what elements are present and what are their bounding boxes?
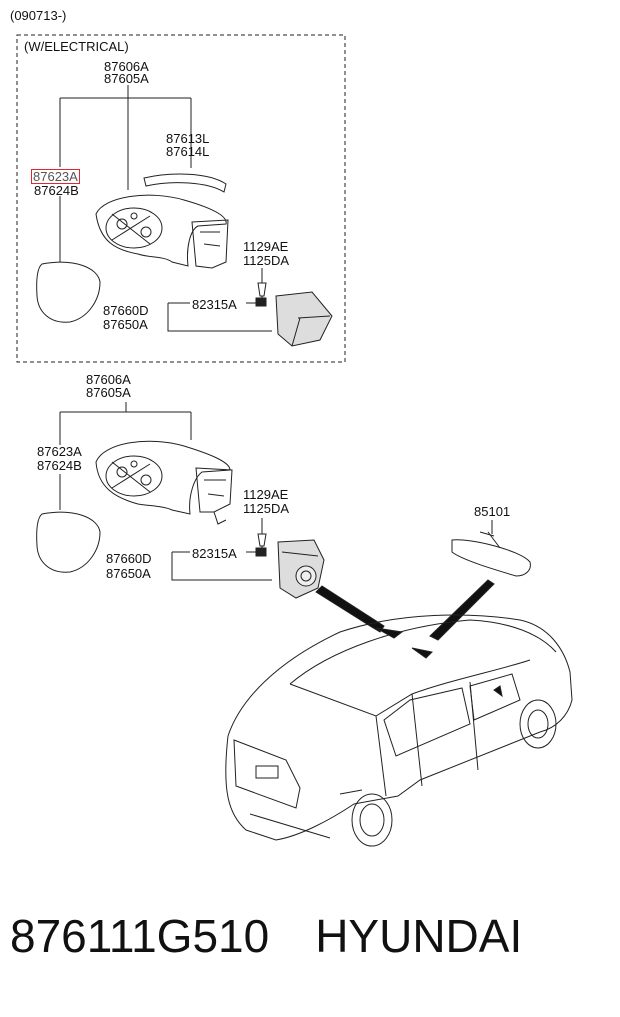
car-illustration: [225, 614, 573, 847]
b-screw-code-1[interactable]: 1129AE: [243, 487, 289, 502]
mirror-actuator-a: [105, 207, 163, 249]
b-mirror-assy-code-2[interactable]: 87605A: [86, 385, 131, 400]
mirror-glass-b: [36, 511, 101, 573]
mirror-glass-a: [36, 261, 101, 323]
b-screw-code-2[interactable]: 1125DA: [243, 501, 290, 516]
a-garnish-code-2[interactable]: 87650A: [103, 317, 148, 332]
a-mirror-assy-code-1[interactable]: 87606A: [104, 59, 149, 74]
date-range-label: (090713-): [10, 8, 67, 23]
inside-mirror: [451, 539, 531, 577]
a-glass-code-2[interactable]: 87624B: [34, 183, 79, 198]
a-glass-code-highlighted[interactable]: 87623A: [31, 169, 80, 184]
b-garnish-code-2[interactable]: 87650A: [106, 566, 151, 581]
pointer-mirror: [429, 579, 495, 641]
electrical-group-box: [16, 34, 346, 363]
a-mirror-assy-code-2[interactable]: 87605A: [104, 71, 149, 86]
b-garnish-code-1[interactable]: 87660D: [106, 551, 152, 566]
leader-b-assy: [59, 402, 192, 445]
footer-caption: 876111G510 HYUNDAI: [10, 905, 522, 967]
electrical-group-title: (W/ELECTRICAL): [24, 39, 129, 54]
inside-mirror-code[interactable]: 85101: [474, 504, 511, 519]
mirror-bracket-a: [191, 219, 229, 269]
brand-name: HYUNDAI: [315, 910, 523, 962]
a-screw-code-2[interactable]: 1125DA: [243, 253, 290, 268]
part-number: 876111G510: [10, 910, 270, 962]
b-mirror-assy-code-1[interactable]: 87606A: [86, 372, 131, 387]
leader-a-assy: [59, 85, 192, 190]
a-cover-code-2[interactable]: 87614L: [166, 144, 210, 159]
cover-strip-a: [143, 173, 227, 193]
b-bolt-code[interactable]: 82315A: [192, 546, 237, 561]
mirror-housing-a: [95, 194, 227, 267]
mirror-actuator-b: [105, 455, 163, 497]
pointer-garnish: [315, 585, 385, 633]
b-glass-code-1[interactable]: 87623A: [37, 444, 82, 459]
mirror-housing-b: [95, 440, 231, 515]
mirror-bracket-b: [195, 467, 233, 513]
b-glass-code-2[interactable]: 87624B: [37, 458, 82, 473]
garnish-a: [275, 291, 333, 347]
a-garnish-code-1[interactable]: 87660D: [103, 303, 149, 318]
a-screw-code-1[interactable]: 1129AE: [243, 239, 289, 254]
a-bolt-code[interactable]: 82315A: [192, 297, 237, 312]
a-cover-code-1[interactable]: 87613L: [166, 131, 210, 146]
